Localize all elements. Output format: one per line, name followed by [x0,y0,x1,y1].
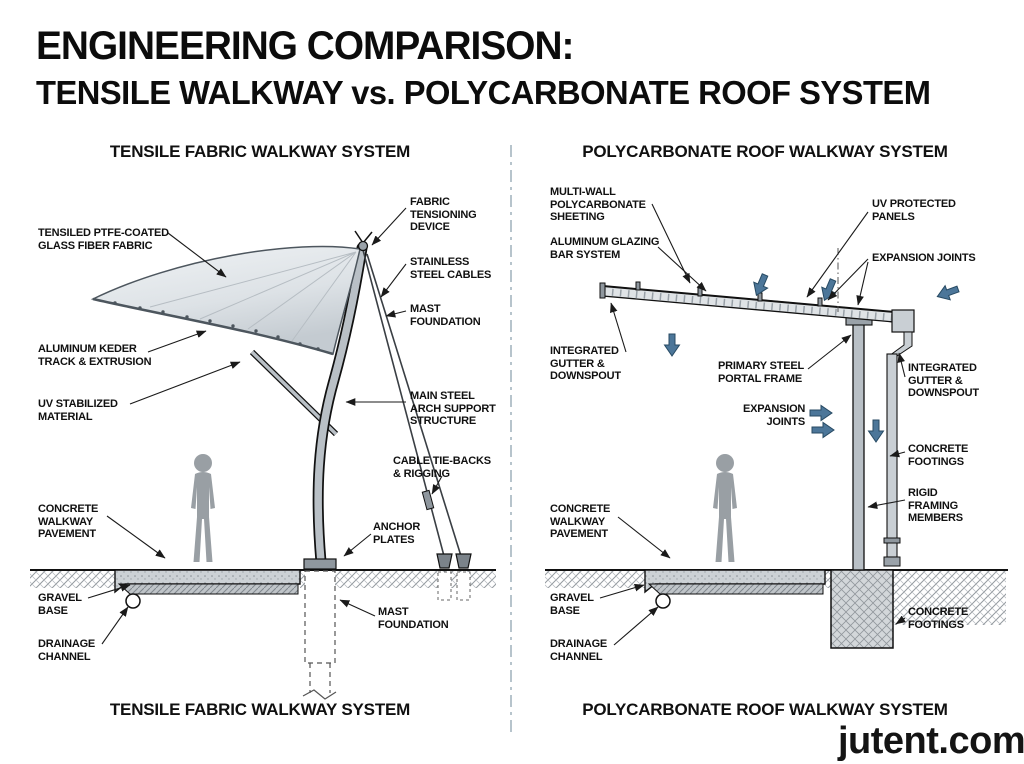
page-title-line2: TENSILE WALKWAY vs. POLYCARBONATE ROOF S… [36,74,931,111]
expansion-arrow [664,333,680,357]
left-diagram-artwork [30,230,496,700]
label-right-gravel-base: GRAVEL BASE [550,592,594,617]
label-right-gutter-right: INTEGRATED GUTTER & DOWNSPOUT [908,362,979,399]
person-silhouette [191,454,215,562]
label-right-drainage-channel: DRAINAGE CHANNEL [550,638,608,663]
label-left-tensioning-device: FABRIC TENSIONING DEVICE [410,196,477,233]
label-right-glazing-bar: ALUMINUM GLAZING BAR SYSTEM [550,236,660,261]
expansion-arrow [811,422,835,438]
label-left-fabric: TENSILED PTFE-COATED GLASS FIBER FABRIC [38,227,169,252]
label-right-expansion-top: EXPANSION JOINTS [872,252,976,264]
label-left-arch-structure: MAIN STEEL ARCH SUPPORT STRUCTURE [410,390,496,427]
left-panel-footer: TENSILE FABRIC WALKWAY SYSTEM [109,700,411,719]
label-right-expansion-mid: EXPANSION JOINTS [743,403,806,428]
label-right-portal-frame: PRIMARY STEEL PORTAL FRAME [718,360,805,385]
label-left-steel-cables: STAINLESS STEEL CABLES [410,256,492,281]
label-left-uv-material: UV STABILIZED MATERIAL [38,398,118,423]
right-panel-footer: POLYCARBONATE ROOF WALKWAY SYSTEM [582,700,948,719]
label-left-gravel-base: GRAVEL BASE [38,592,82,617]
person-silhouette [713,454,737,562]
leader-lines [87,203,906,646]
label-right-uv-panels: UV PROTECTED PANELS [872,198,956,223]
label-left-pavement: CONCRETE WALKWAY PAVEMENT [38,503,99,540]
expansion-arrow [809,405,833,421]
label-left-mast-foundation-bottom: MAST FOUNDATION [378,606,449,631]
label-left-keder-track: ALUMINUM KEDER TRACK & EXTRUSION [38,343,152,368]
expansion-arrow [868,419,884,443]
label-left-anchor-plates: ANCHOR PLATES [373,521,421,546]
label-right-gutter-left: INTEGRATED GUTTER & DOWNSPOUT [550,345,621,382]
watermark: jutent.com [838,720,1024,762]
label-right-sheeting: MULTI-WALL POLYCARBONATE SHEETING [550,186,646,223]
label-right-rigid-framing: RIGID FRAMING MEMBERS [908,487,963,524]
label-left-drainage-channel: DRAINAGE CHANNEL [38,638,96,663]
expansion-arrow [934,281,962,305]
label-right-footings-lower: CONCRETE FOOTINGS [908,606,969,631]
label-left-cable-tiebacks: CABLE TIE-BACKS & RIGGING [393,455,491,480]
label-right-pavement: CONCRETE WALKWAY PAVEMENT [550,503,611,540]
label-left-mast-foundation-top: MAST FOUNDATION [410,303,481,328]
right-panel-header: POLYCARBONATE ROOF WALKWAY SYSTEM [582,142,948,161]
label-right-footings-upper: CONCRETE FOOTINGS [908,443,969,468]
page-title-line1: ENGINEERING COMPARISON: [36,24,574,68]
left-panel-header: TENSILE FABRIC WALKWAY SYSTEM [109,142,411,161]
